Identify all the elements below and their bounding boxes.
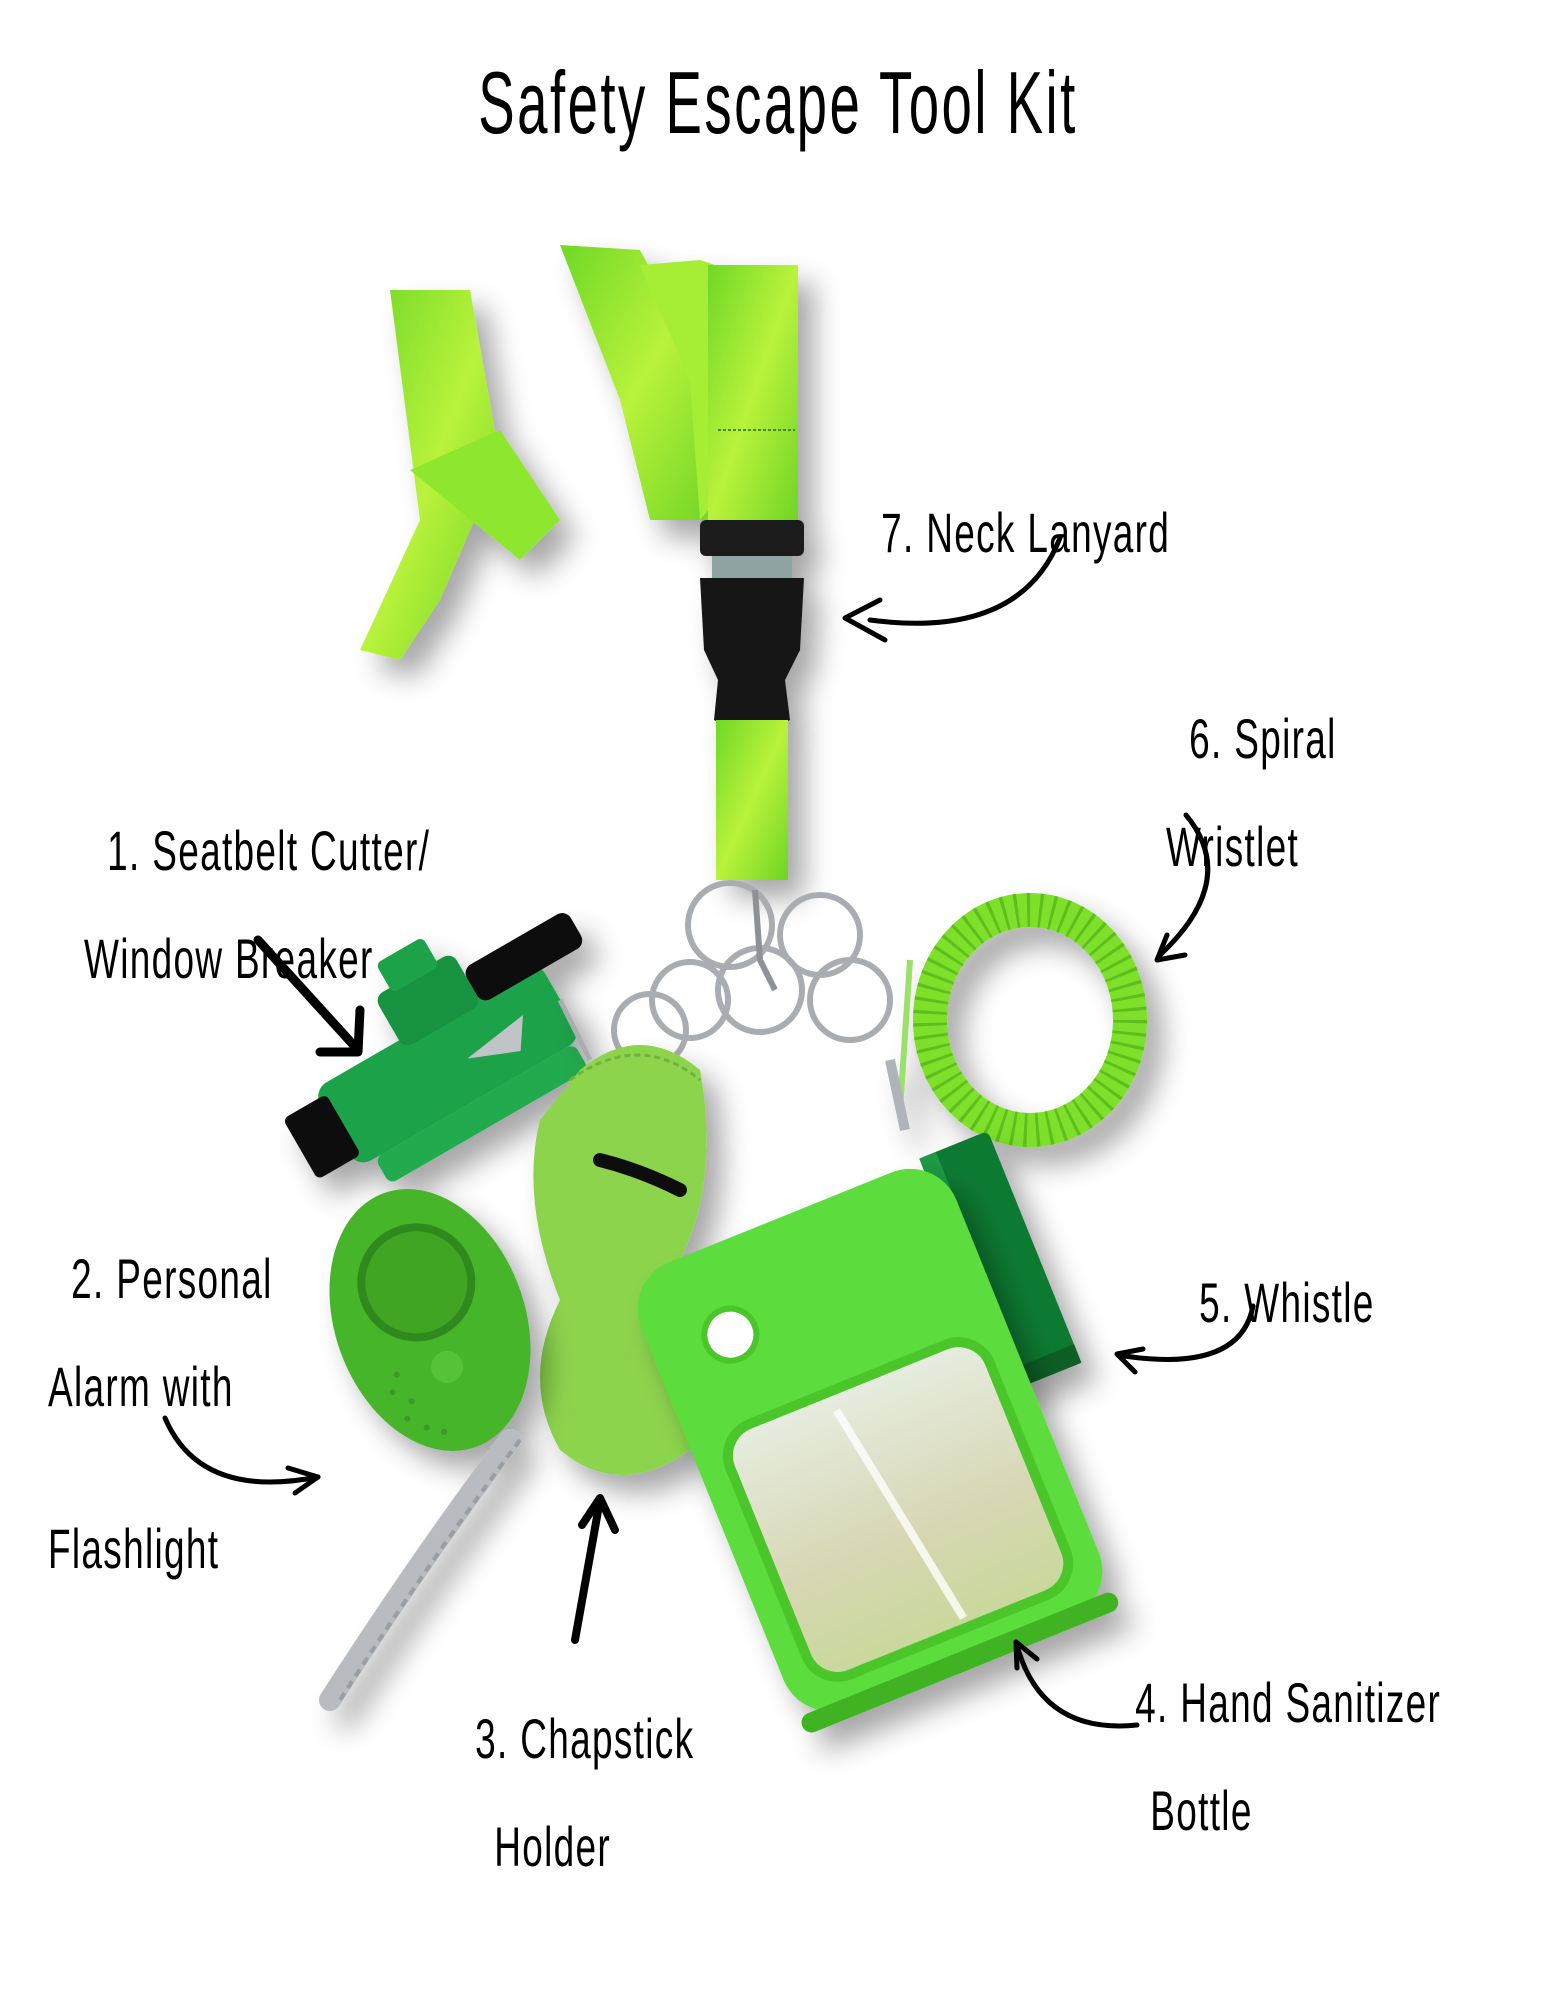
label-number: 3. <box>475 1707 509 1770</box>
label-text: Window Breaker <box>84 927 374 990</box>
spiral-wristlet-illustration <box>885 893 1147 1147</box>
label-text: Seatbelt Cutter/ <box>152 819 431 882</box>
label-personal-alarm: 2. Personal Alarm with Flashlight <box>48 1198 273 1630</box>
label-number: 5. <box>1199 1271 1233 1334</box>
label-seatbelt-cutter: 1. Seatbelt Cutter/ Window Breaker <box>84 770 430 1040</box>
seatbelt-cutter-illustration <box>284 913 586 1182</box>
label-text: Spiral <box>1234 707 1337 770</box>
page-title: Safety Escape Tool Kit <box>478 53 1078 152</box>
arrow-to-spiral <box>1154 812 1211 963</box>
label-number: 1. <box>107 819 141 882</box>
arrow-to-chapstick <box>571 1494 619 1644</box>
label-neck-lanyard: 7. Neck Lanyard <box>858 452 1170 561</box>
label-text: Wristlet <box>1166 815 1300 878</box>
arrow-to-lanyard <box>842 535 1063 643</box>
neck-lanyard-illustration <box>360 245 804 880</box>
arrow-to-whistle <box>1114 1303 1256 1375</box>
personal-alarm-illustration <box>319 1189 531 1711</box>
label-text: Bottle <box>1150 1779 1253 1842</box>
arrow-to-cutter <box>253 935 365 1057</box>
label-text: Holder <box>494 1815 612 1878</box>
label-whistle: 5. Whistle <box>1176 1222 1375 1331</box>
hand-sanitizer-illustration <box>637 1168 1119 1733</box>
label-text: Alarm with <box>48 1355 234 1418</box>
label-text: Personal <box>116 1247 273 1310</box>
key-rings-illustration <box>611 880 893 1069</box>
label-spiral-wristlet: 6. Spiral Wristlet <box>1166 658 1337 928</box>
label-number: 4. <box>1135 1671 1169 1734</box>
label-chapstick-holder: 3. Chapstick Holder <box>452 1658 694 1928</box>
label-number: 6. <box>1189 707 1223 770</box>
label-text: Neck Lanyard <box>926 501 1171 564</box>
arrow-to-alarm <box>162 1415 321 1496</box>
label-number: 7. <box>881 501 915 564</box>
label-hand-sanitizer: 4. Hand Sanitizer Bottle <box>1112 1622 1441 1892</box>
label-number: 2. <box>71 1247 105 1310</box>
label-text: Flashlight <box>48 1517 220 1580</box>
label-text: Whistle <box>1244 1271 1375 1334</box>
label-text: Chapstick <box>520 1707 695 1770</box>
arrow-to-sanitizer <box>1013 1639 1140 1729</box>
label-text: Hand Sanitizer <box>1180 1671 1442 1734</box>
